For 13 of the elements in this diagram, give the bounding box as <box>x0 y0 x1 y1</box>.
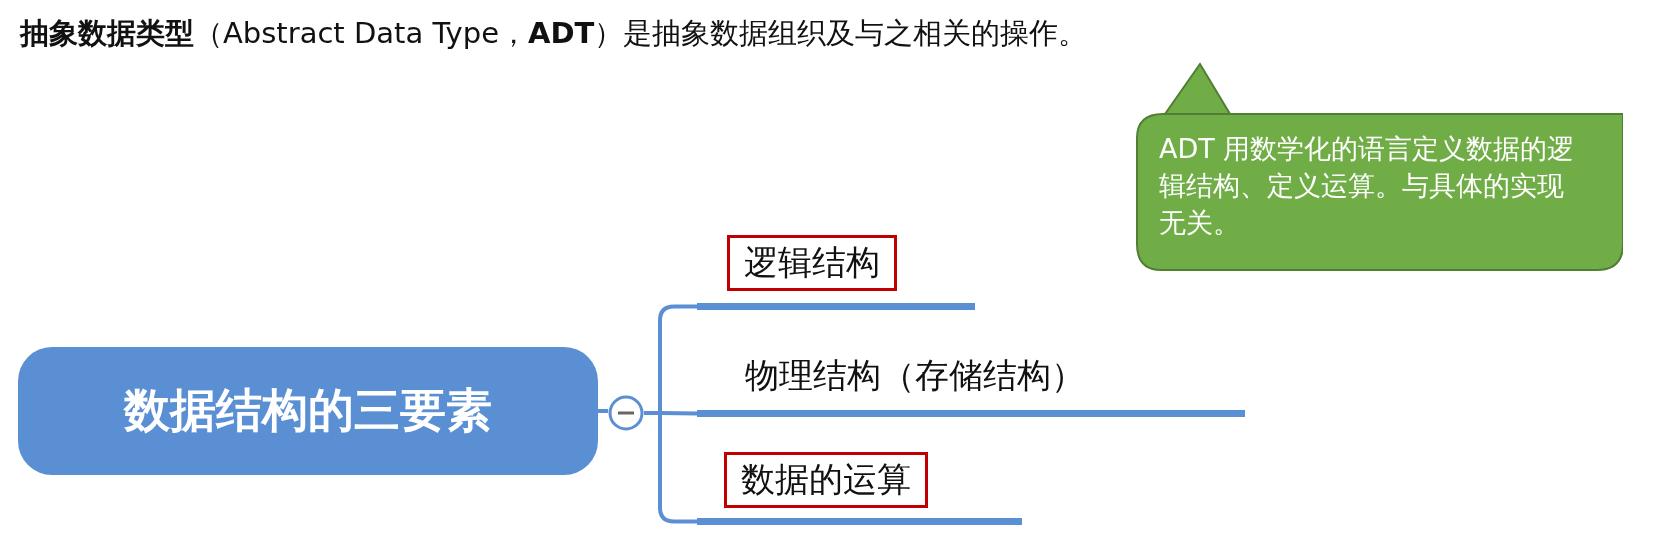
callout-text: ADT 用数学化的语言定义数据的逻辑结构、定义运算。与具体的实现无关。 <box>1159 132 1576 240</box>
connector-line <box>644 411 697 524</box>
highlighted-text: 逻辑结构 <box>727 235 897 291</box>
branch-node <box>697 235 975 310</box>
branch-node <box>697 452 1022 525</box>
connector-line <box>598 409 608 413</box>
definition-sentence: 抽象数据类型（Abstract Data Type，ADT）是抽象数据组织及与之相关的操作。 <box>20 15 1088 52</box>
collapse-circle <box>608 395 644 431</box>
highlighted-text: 数据的运算 <box>724 452 928 508</box>
branch-text: 物理结构（存储结构） <box>745 354 1085 397</box>
topic-text: 数据结构的三要素 <box>124 382 492 439</box>
topic-box <box>18 347 598 475</box>
speech-bubble <box>1135 62 1623 272</box>
